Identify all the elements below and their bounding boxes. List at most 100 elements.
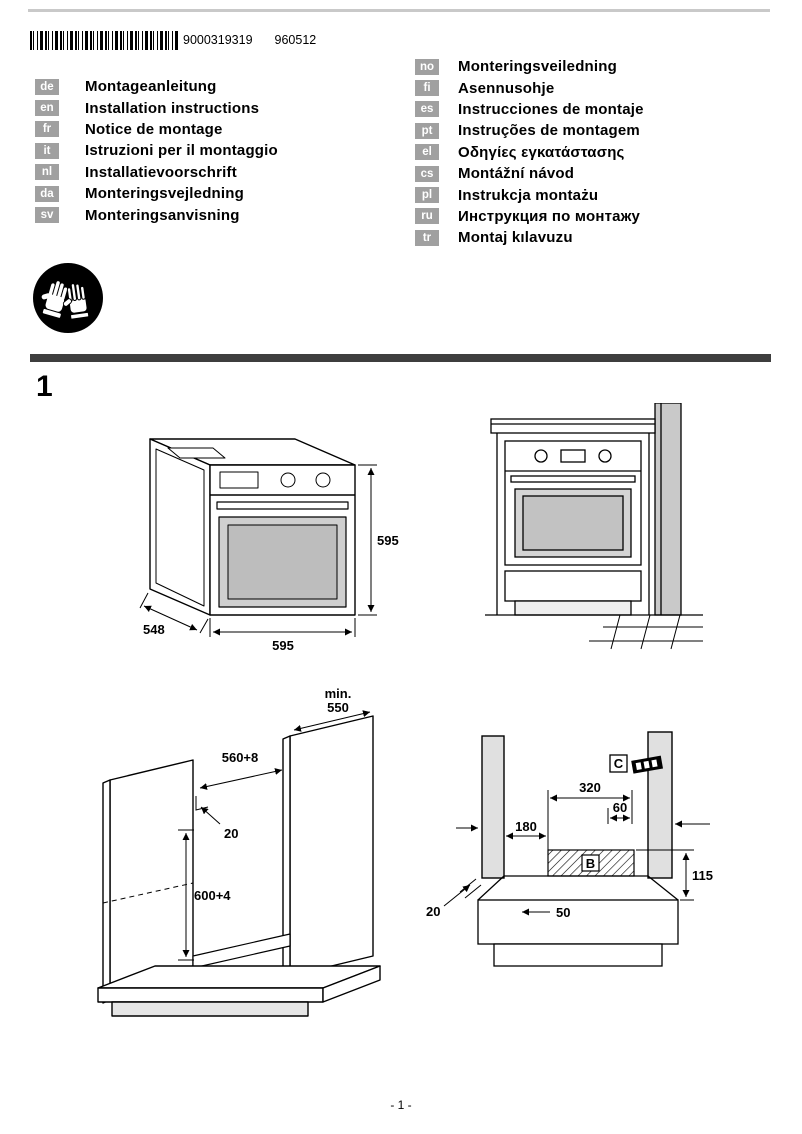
gloves-icon [33, 263, 103, 333]
cabinet-shelf [192, 933, 291, 969]
right-wall [647, 731, 673, 879]
base-structure [477, 875, 679, 967]
language-code-badge: el [415, 144, 439, 161]
language-row: es Instrucciones de montaje [415, 99, 644, 120]
barcode-caption: 9000319319 960512 [183, 33, 316, 47]
language-row: de Montageanleitung [35, 76, 278, 97]
cabinet-left-panel [109, 759, 194, 1001]
plinth [514, 600, 632, 616]
dim-niche-width: 560+8 [222, 750, 259, 765]
figure-number: 1 [36, 370, 53, 403]
language-row: ru Инструкция по монтажу [415, 206, 644, 227]
language-code-badge: es [415, 101, 439, 118]
language-code-badge: nl [35, 164, 59, 181]
dim-niche-height: 600+4 [194, 888, 231, 903]
language-row: no Monteringsveiledning [415, 56, 644, 77]
oven-knob [315, 472, 331, 488]
cabinet-plinth [111, 1001, 309, 1017]
language-row: sv Monteringsanvisning [35, 204, 278, 225]
print-code: 960512 [274, 33, 317, 47]
oven-knob [280, 472, 296, 488]
language-row: fi Asennusohje [415, 77, 644, 98]
language-title: Οδηγίες εγκατάστασης [458, 143, 625, 161]
dim-clearance: 20 [224, 826, 238, 841]
left-wall [481, 735, 505, 879]
language-row: tr Montaj kılavuzu [415, 227, 644, 248]
zone-label: B [586, 856, 595, 871]
language-code-badge: no [415, 58, 439, 75]
language-code-badge: ru [415, 208, 439, 225]
language-code-badge: en [35, 100, 59, 117]
figure-cabinet-niche: min. 550 560+8 600+4 20 [97, 688, 381, 1017]
language-title: Asennusohje [458, 79, 555, 97]
dim-min-label: min. [325, 688, 352, 701]
language-code-badge: pt [415, 122, 439, 139]
dim-min-depth: 550 [327, 700, 349, 715]
language-code-badge: cs [415, 165, 439, 182]
language-list-left: de Montageanleitung en Installation inst… [35, 76, 278, 226]
figure-oven-isometric: 595 595 548 [139, 438, 399, 653]
language-title: Instrukcja montażu [458, 186, 599, 204]
language-code-badge: fi [415, 80, 439, 97]
language-code-badge: fr [35, 121, 59, 138]
section-divider [30, 354, 771, 362]
dim-180: 180 [515, 819, 537, 834]
language-row: nl Installatievoorschrift [35, 162, 278, 183]
language-code-badge: tr [415, 229, 439, 246]
dim-115: 115 [692, 868, 713, 883]
junction-label: C [614, 756, 624, 771]
language-title: Instruções de montagem [458, 122, 640, 140]
dim-oven-height: 595 [377, 533, 399, 548]
language-row: it Istruzioni per il montaggio [35, 140, 278, 161]
dim-20: 20 [426, 904, 440, 919]
language-title: Monteringsanvisning [85, 206, 240, 224]
language-row: en Installation instructions [35, 97, 278, 118]
language-title: Istruzioni per il montaggio [85, 142, 278, 160]
language-title: Montaj kılavuzu [458, 229, 573, 247]
cabinet-body [97, 715, 381, 1017]
oven-body [149, 438, 356, 616]
dim-60: 60 [613, 800, 627, 815]
language-title: Monteringsveiledning [458, 58, 618, 76]
figure-oven-installed [485, 403, 703, 650]
junction-label-box [609, 754, 628, 773]
dim-oven-width: 595 [272, 638, 294, 653]
language-row: da Monteringsvejledning [35, 183, 278, 204]
glove-front [62, 283, 90, 320]
language-row: el Οδηγίες εγκατάστασης [415, 142, 644, 163]
language-row: fr Notice de montage [35, 119, 278, 140]
language-row: cs Montážní návod [415, 163, 644, 184]
hidden-edge-line [102, 882, 194, 904]
language-row: pt Instruções de montagem [415, 120, 644, 141]
oven-handle [216, 501, 349, 510]
language-title: Montážní návod [458, 165, 575, 183]
top-rule [28, 9, 770, 12]
worktop [490, 418, 656, 434]
dimension-lines [139, 464, 377, 637]
oven-display [560, 449, 586, 463]
language-title: Installation instructions [85, 99, 260, 117]
zone-label-box [581, 854, 600, 872]
dim-320: 320 [579, 780, 601, 795]
dim-oven-depth: 548 [143, 622, 165, 637]
language-title: Инструкция по монтажу [458, 207, 641, 225]
page-number: - 1 - [390, 1098, 412, 1112]
oven-display [219, 471, 259, 489]
language-title: Installatievoorschrift [85, 163, 237, 181]
oven-knob [534, 449, 548, 463]
language-code-badge: pl [415, 187, 439, 204]
barcode-image [30, 31, 178, 50]
kitchen-scene [485, 403, 703, 616]
figure-niche-section: 320 60 180 115 50 20 B C [426, 731, 713, 967]
dimension-lines [178, 710, 371, 961]
plinth [493, 943, 663, 967]
language-row: pl Instrukcja montażu [415, 184, 644, 205]
dimension-lines [443, 790, 710, 916]
oven-knob [598, 449, 612, 463]
language-title: Notice de montage [85, 120, 223, 138]
language-code-badge: de [35, 78, 59, 95]
language-title: Instrucciones de montaje [458, 100, 644, 118]
language-title: Montageanleitung [85, 78, 217, 96]
document-number: 9000319319 [183, 33, 253, 47]
